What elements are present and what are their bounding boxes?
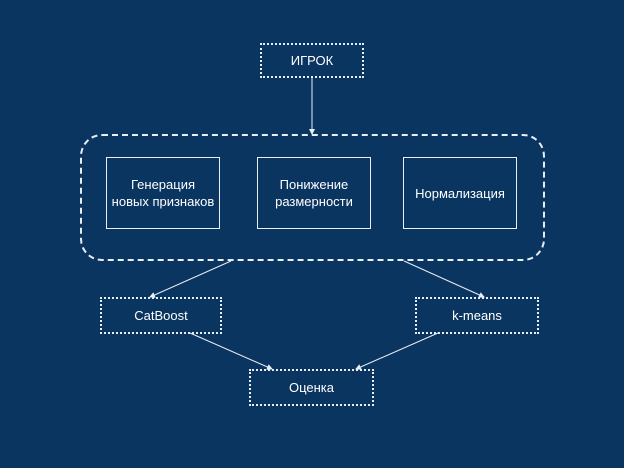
node-evaluation-label: Оценка	[288, 380, 335, 395]
node-evaluation: Оценка	[249, 369, 374, 406]
preprocessing-group	[80, 134, 545, 261]
node-dim-reduction-label: Понижение размерности	[275, 177, 353, 209]
node-dim-reduction: Понижение размерности	[257, 157, 371, 229]
edge-kmeans-to-evaluation	[355, 332, 439, 370]
node-catboost-label: CatBoost	[134, 308, 188, 323]
node-catboost: CatBoost	[100, 297, 222, 334]
node-player: ИГРОК	[260, 43, 364, 78]
node-feature-generation: Генерация новых признаков	[106, 157, 220, 229]
node-player-label: ИГРОК	[290, 53, 334, 68]
edge-preprocessing-to-catboost	[149, 260, 232, 298]
node-normalization: Нормализация	[403, 157, 517, 229]
node-kmeans: k-means	[415, 297, 539, 334]
edge-catboost-to-evaluation	[189, 332, 273, 370]
node-feature-generation-label: Генерация новых признаков	[111, 177, 215, 209]
node-normalization-label: Нормализация	[415, 185, 505, 201]
node-kmeans-label: k-means	[452, 308, 502, 323]
edge-preprocessing-to-kmeans	[403, 260, 485, 298]
